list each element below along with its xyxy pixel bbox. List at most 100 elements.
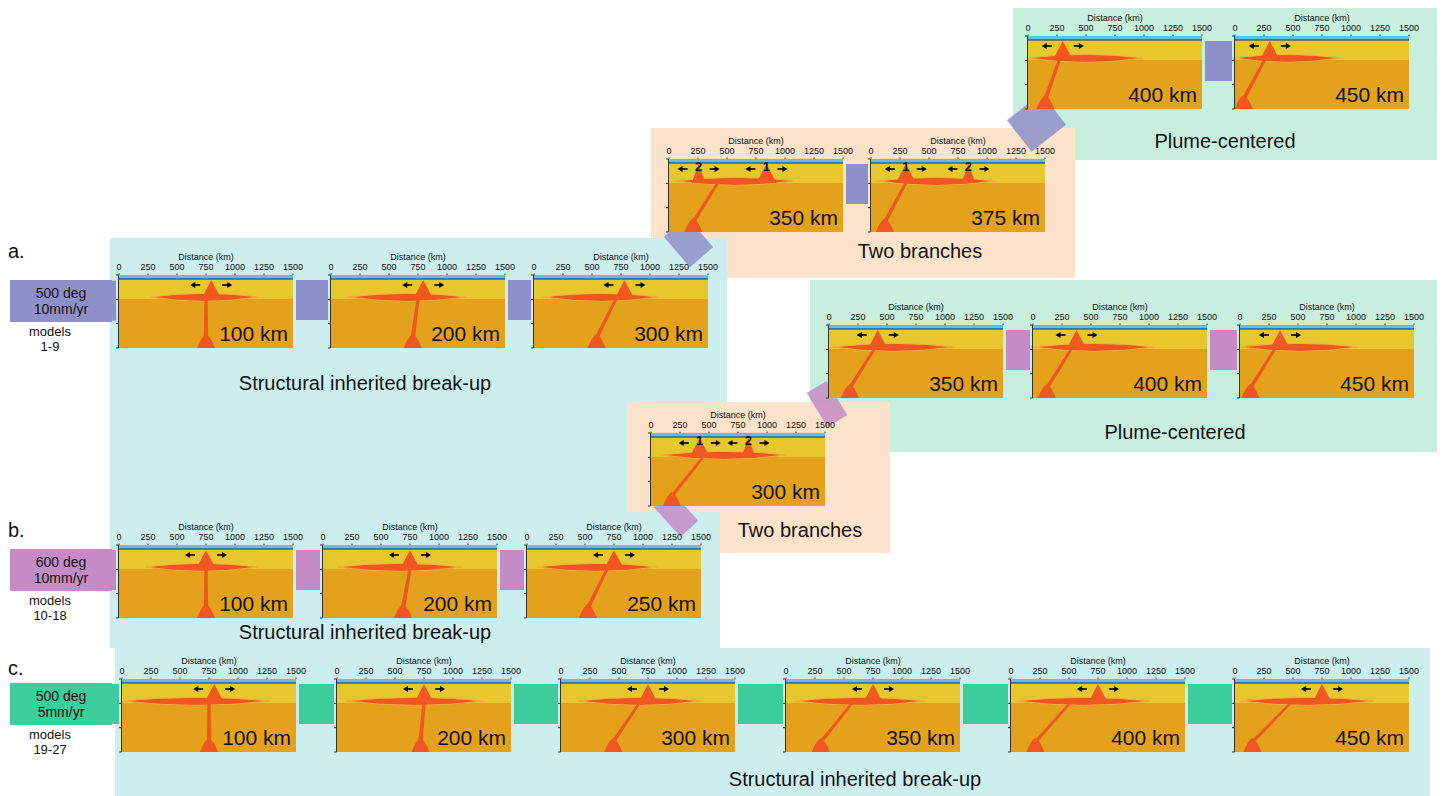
depth-axis-tick xyxy=(1237,325,1240,326)
depth-axis-tick xyxy=(320,593,323,594)
spreading-arrow-head xyxy=(1114,686,1119,692)
model-snapshot: Distance (km)0250500750100012501500350 k… xyxy=(826,302,1006,398)
text-slot: 1500 xyxy=(688,262,728,272)
distance-axis-tick xyxy=(1298,324,1299,326)
text-slot: 1000 xyxy=(218,666,258,676)
ocean-layer xyxy=(331,275,505,279)
model-range: models 1-9 xyxy=(24,325,76,355)
axis-tick-label: 1500 xyxy=(805,420,845,430)
evolution-band xyxy=(500,550,524,590)
mantle xyxy=(1235,679,1409,752)
axis-tick-label: 1000 xyxy=(427,262,467,272)
seafloor-line xyxy=(534,278,708,279)
axis-title: Distance (km) xyxy=(696,136,816,146)
text-slot: 1000 xyxy=(1124,23,1164,33)
axis-tick-label: 1250 xyxy=(1158,312,1198,322)
ridge-volcano xyxy=(413,280,433,299)
plume-head xyxy=(1240,697,1374,705)
distance-axis-tick xyxy=(1235,678,1236,680)
seafloor-line xyxy=(871,162,1045,163)
text-slot: 1500 xyxy=(681,532,721,542)
axis-tick-label: 0 xyxy=(102,666,142,676)
plume-conduit xyxy=(418,703,425,742)
axis-tick-label: 750 xyxy=(1302,666,1342,676)
model-snapshot: Distance (km)0250500750100012501500400 k… xyxy=(1025,13,1205,109)
distance-axis-tick xyxy=(1322,35,1323,37)
depth-axis-tick xyxy=(1025,109,1028,110)
plume-conduit xyxy=(1043,60,1061,99)
ocean-layer xyxy=(1028,36,1202,40)
axis-title: Distance (km) xyxy=(1060,302,1180,312)
seafloor-line xyxy=(527,548,701,549)
evolution-band xyxy=(514,684,558,724)
mantle xyxy=(527,545,701,618)
region-label: Structural inherited break-up xyxy=(605,768,1105,791)
depth-axis-tick xyxy=(783,752,786,753)
mantle xyxy=(119,545,293,618)
text-slot: 250 xyxy=(1244,23,1284,33)
distance-axis-tick xyxy=(1144,35,1145,37)
mantle xyxy=(1011,679,1185,752)
depth-axis xyxy=(1010,679,1011,752)
depth-axis-tick xyxy=(1008,679,1011,680)
text-slot: 0 xyxy=(631,420,671,430)
axis-tick-label: 500 xyxy=(160,666,200,676)
text-slot: 300 km xyxy=(561,726,730,750)
distance-axis-tick xyxy=(206,274,207,276)
distance-axis-tick xyxy=(858,324,859,326)
text-slot: 1250 xyxy=(652,532,692,542)
axis-tick-label: 1000 xyxy=(1129,312,1169,322)
mantle xyxy=(561,679,735,752)
ocean-layer xyxy=(1240,325,1414,329)
plume-conduit xyxy=(411,299,420,338)
distance-axis-tick xyxy=(1098,678,1099,680)
text-slot: 250 xyxy=(678,146,718,156)
text-slot: 1250 xyxy=(1136,666,1176,676)
text-slot: 1250 xyxy=(659,262,699,272)
depth-axis-tick xyxy=(1030,373,1033,374)
text-slot: 750 xyxy=(718,420,758,430)
axis-tick-label: 750 xyxy=(186,262,226,272)
plume-head xyxy=(122,697,270,705)
evolution-band xyxy=(296,280,328,320)
plume-source xyxy=(841,384,859,398)
plume-conduit xyxy=(848,349,876,388)
depth-axis xyxy=(650,433,651,506)
depth-axis-tick xyxy=(116,593,119,594)
extension-label: 375 km xyxy=(971,206,1040,230)
model-section xyxy=(1237,324,1414,399)
distance-axis-tick xyxy=(1409,35,1410,37)
axis-tick-label: 1000 xyxy=(925,312,965,322)
ocean-layer xyxy=(534,275,708,279)
plume-source xyxy=(404,334,422,348)
text-slot: 450 km xyxy=(1235,726,1404,750)
text-slot: 1000 xyxy=(215,532,255,542)
depth-axis xyxy=(785,679,786,752)
text-slot: 0 xyxy=(1013,312,1053,322)
axis-tick-label: 500 xyxy=(1049,666,1089,676)
text-slot: 250 xyxy=(346,666,386,676)
seafloor-line xyxy=(119,278,293,279)
spreading-arrow-head xyxy=(1079,43,1084,49)
plume-source xyxy=(663,492,681,506)
axis-title: Distance (km) xyxy=(588,656,708,666)
distance-axis-tick xyxy=(643,544,644,546)
text-slot: 750 xyxy=(1307,312,1347,322)
depth-axis-tick xyxy=(1232,84,1235,85)
distance-axis-tick xyxy=(873,678,874,680)
axis-tick-label: 1500 xyxy=(983,312,1023,322)
depth-axis-tick xyxy=(334,752,337,753)
depth-axis-tick xyxy=(328,275,331,276)
axis-tick-label: 500 xyxy=(375,666,415,676)
text-slot: 100 km xyxy=(122,726,291,750)
depth-axis xyxy=(1234,36,1235,109)
spreading-arrow-head xyxy=(764,440,769,446)
depth-axis xyxy=(336,679,337,752)
distance-axis-tick xyxy=(1207,324,1208,326)
seafloor-line xyxy=(122,682,296,683)
depth-axis-tick xyxy=(531,323,534,324)
text-slot: 1000 xyxy=(419,532,459,542)
seafloor-line xyxy=(561,682,735,683)
evolution-band xyxy=(677,232,700,252)
depth-axis-tick xyxy=(783,727,786,728)
